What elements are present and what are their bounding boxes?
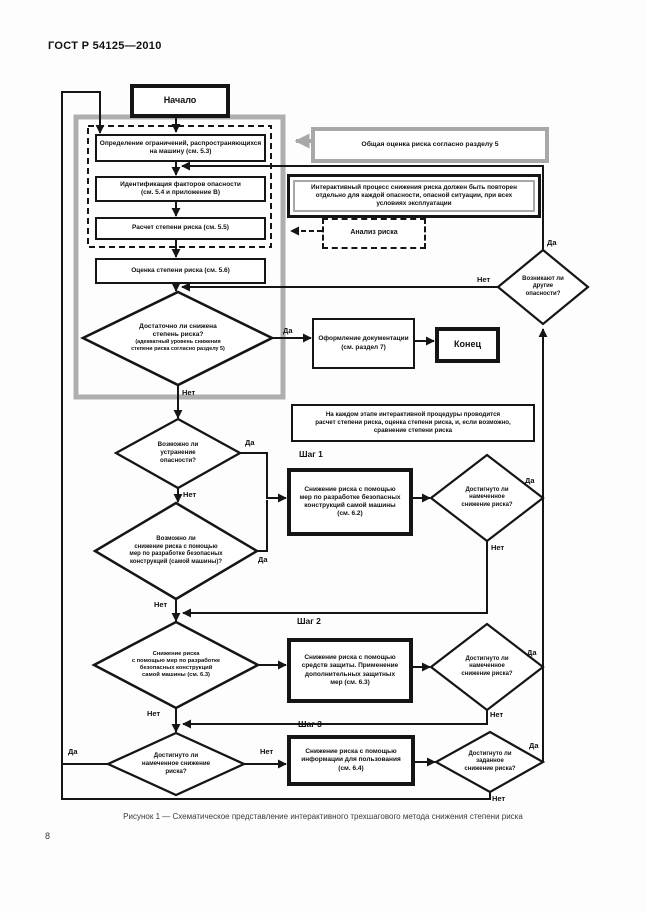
decision-diamonds bbox=[80, 248, 590, 797]
decision-risk-reduced-question: Достаточно ли снижена степень риска? bbox=[139, 323, 217, 339]
label-no-risk-reduced: Нет bbox=[182, 388, 196, 397]
decision-safeguards-shape bbox=[91, 620, 261, 710]
label-no-hazard-removal: Нет bbox=[183, 490, 197, 499]
label-no-final: Нет bbox=[260, 747, 274, 756]
iterative-process-note-text: Интерактивный процесс снижения риска дол… bbox=[293, 180, 535, 212]
decision-check1: Достигнуто ли намеченное снижение риска? bbox=[461, 486, 513, 508]
flow-box-hazard-identification: Идентификация факторов опасности (см. 5.… bbox=[95, 176, 266, 202]
flow-box-limits: Определение ограничений, распространяющи… bbox=[95, 134, 266, 162]
decision-other-hazards-shape bbox=[496, 248, 590, 326]
decision-final-reduction: Достигнуто ли намеченное снижение риска? bbox=[141, 752, 211, 775]
decision-other-hazards: Возникают ли другие опасности? bbox=[522, 275, 564, 297]
label-yes-safe-design: Да bbox=[258, 555, 268, 564]
flow-box-step2: Снижение риска с помощью средств защиты.… bbox=[287, 638, 413, 703]
decision-risk-reduced: Достаточно ли снижена степень риска? (ад… bbox=[98, 310, 258, 366]
label-yes-check2: Да bbox=[527, 648, 537, 657]
label-yes-final: Да bbox=[68, 747, 78, 756]
start-node: Начало bbox=[130, 84, 230, 118]
flow-box-step3: Снижение риска с помощью информации для … bbox=[287, 735, 415, 786]
connector-design-yes-step1 bbox=[257, 500, 268, 552]
standard-number: ГОСТ Р 54125—2010 bbox=[48, 40, 162, 52]
connector-left-feedback-rail bbox=[61, 91, 110, 765]
label-yes-documentation: Да bbox=[283, 326, 293, 335]
decision-risk-reduced-shape bbox=[80, 290, 275, 387]
connector-check1-no-back bbox=[182, 541, 488, 618]
connector-bottom-feedback bbox=[61, 764, 491, 800]
decision-risk-reduced-note: (адекватный уровень снижения степени рис… bbox=[131, 339, 225, 353]
connector-removal-yes-step1 bbox=[240, 452, 287, 503]
label-yes-check3: Да bbox=[529, 741, 539, 750]
flow-box-risk-estimation: Расчет степени риска (см. 5.5) bbox=[95, 217, 266, 240]
decision-safeguards: Снижение риска с помощью мер по разработ… bbox=[131, 650, 221, 679]
label-yes-hazard-removal: Да bbox=[245, 438, 255, 447]
label-yes-other-hazards: Да bbox=[547, 238, 557, 247]
figure-caption: Рисунок 1 — Схематическое представление … bbox=[123, 812, 523, 821]
decision-safe-design-shape bbox=[92, 501, 260, 601]
flow-box-risk-analysis: Анализ риска bbox=[322, 218, 426, 249]
flow-box-documentation: Оформление документации (см. раздел 7) bbox=[312, 318, 415, 369]
step1-label: Шаг 1 bbox=[299, 449, 323, 459]
step3-label: Шаг 3 bbox=[298, 719, 322, 729]
decision-hazard-removal: Возможно ли устранение опасности? bbox=[157, 441, 199, 464]
label-no-check3: Нет bbox=[492, 794, 506, 803]
overall-assessment-label: Общая оценка риска согласно разделу 5 bbox=[311, 127, 549, 163]
label-no-check2: Нет bbox=[490, 710, 504, 719]
connector-check2-no-back bbox=[182, 710, 488, 729]
decision-check3: Достигнуто ли заданное снижение риска? bbox=[464, 750, 516, 772]
decision-final-reduction-shape bbox=[105, 731, 247, 797]
decision-check2-shape bbox=[429, 622, 545, 712]
decision-check2: Достигнуто ли намеченное снижение риска? bbox=[461, 655, 513, 677]
decision-hazard-removal-shape bbox=[113, 417, 243, 490]
label-yes-check1: Да bbox=[525, 476, 535, 485]
page-number: 8 bbox=[45, 831, 51, 841]
end-node: Конец bbox=[435, 327, 500, 363]
step2-label: Шаг 2 bbox=[297, 616, 321, 626]
decision-check1-shape bbox=[429, 453, 545, 543]
label-no-safe-design: Нет bbox=[154, 600, 168, 609]
connector-otherhazards-yes-loop bbox=[181, 161, 544, 250]
iterative-process-note: Интерактивный процесс снижения риска дол… bbox=[287, 174, 541, 218]
label-no-check1: Нет bbox=[491, 543, 505, 552]
decision-safe-design: Возможно ли снижение риска с помощью мер… bbox=[129, 536, 223, 565]
label-no-safeguards: Нет bbox=[147, 709, 161, 718]
flow-box-step-note: На каждом этапе интерактивной процедуры … bbox=[291, 404, 535, 442]
flow-box-step1: Снижение риска с помощью мер по разработ… bbox=[287, 468, 413, 536]
flow-box-risk-evaluation: Оценка степени риска (см. 5.6) bbox=[95, 258, 266, 284]
label-no-other-hazards: Нет bbox=[477, 275, 491, 284]
decision-check3-shape bbox=[433, 730, 546, 794]
